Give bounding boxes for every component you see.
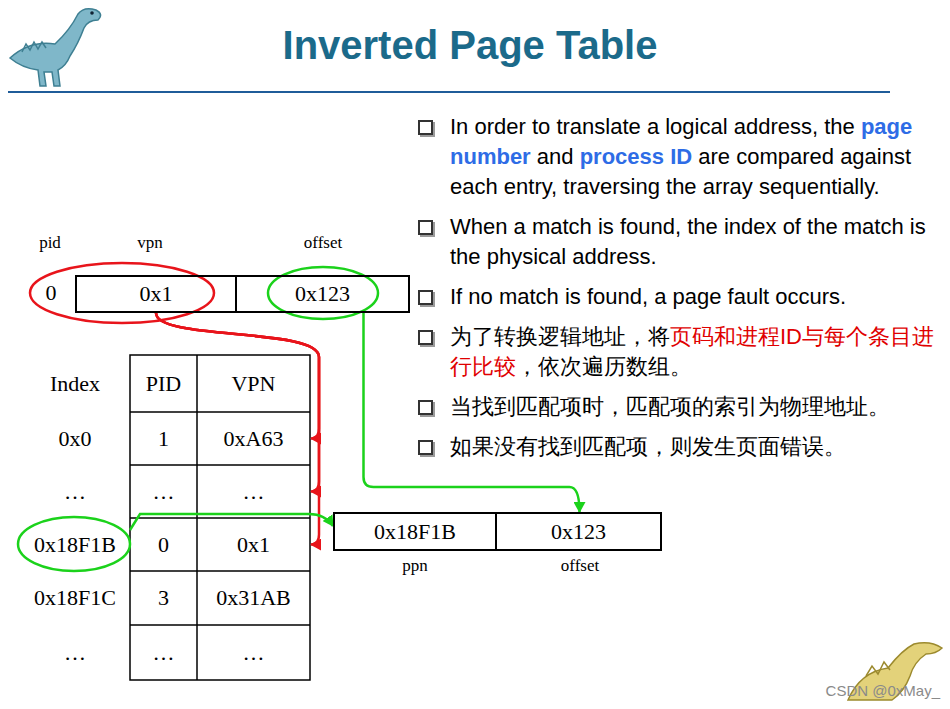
field-name-text: ppn bbox=[402, 556, 428, 576]
table-cell: 0x18F1C bbox=[20, 571, 130, 625]
table-cell: … bbox=[197, 625, 310, 680]
table-header: PID bbox=[130, 358, 197, 410]
table-cell-text: 0x0 bbox=[59, 426, 92, 452]
table-row-line bbox=[130, 624, 310, 626]
vpn-cell: 0xA63 bbox=[197, 412, 310, 465]
table-cell-text: 0x18F1C bbox=[34, 585, 116, 611]
table-header-text: Index bbox=[50, 371, 100, 397]
table-cell-text: 1 bbox=[158, 426, 169, 452]
table-cell: 0 bbox=[130, 518, 197, 571]
table-header: Index bbox=[20, 358, 130, 410]
watermark: CSDN @0xMay_ bbox=[790, 679, 940, 701]
pid-value-text: 0 bbox=[46, 280, 57, 306]
table-cell-text: 0x31AB bbox=[216, 585, 291, 611]
red-highlight-ellipse bbox=[30, 263, 214, 323]
bullet-text: 如果没有找到匹配项，则发生页面错误。 bbox=[450, 434, 846, 459]
table-cell-text: … bbox=[153, 479, 175, 505]
address-field: 0x123 bbox=[237, 275, 410, 313]
table-header: VPN bbox=[197, 358, 310, 410]
table-cell-text: … bbox=[243, 640, 265, 666]
table-row-line bbox=[130, 517, 310, 519]
bullet-text: If no match is found, a page fault occur… bbox=[450, 284, 846, 309]
field-name-text: pid bbox=[39, 233, 61, 253]
bullet-text: 当找到匹配项时，匹配项的索引为物理地址。 bbox=[450, 394, 890, 419]
table-cell: 0x0 bbox=[20, 412, 130, 465]
header-rule bbox=[8, 91, 890, 93]
dinosaur-spikes bbox=[866, 662, 890, 676]
bullet-text: ，依次遍历数组。 bbox=[516, 354, 692, 379]
bullet-item: 如果没有找到匹配项，则发生页面错误。 bbox=[415, 432, 943, 462]
table-cell-text: … bbox=[64, 640, 86, 666]
field-name: ppn bbox=[375, 555, 455, 577]
dinosaur-spikes bbox=[22, 42, 46, 52]
slide-title: Inverted Page Table bbox=[0, 20, 940, 70]
table-cell: 3 bbox=[130, 571, 197, 625]
bullet-text: When a match is found, the index of the … bbox=[450, 214, 926, 269]
table-row-line bbox=[130, 570, 310, 572]
bullet-item: 为了转换逻辑地址，将页码和进程ID与每个条目进行比较，依次遍历数组。 bbox=[415, 322, 943, 382]
table-row-line bbox=[130, 464, 310, 466]
bullet-item: If no match is found, a page fault occur… bbox=[415, 282, 943, 312]
mapping-arrow bbox=[130, 514, 333, 530]
table-cell-text: 0 bbox=[158, 532, 169, 558]
dinosaur-top bbox=[10, 9, 101, 86]
cell-text: 0x123 bbox=[551, 519, 606, 545]
vpn-cell: 0x1 bbox=[197, 518, 310, 571]
field-name-text: offset bbox=[561, 556, 599, 576]
highlight-text: process ID bbox=[580, 144, 693, 169]
table-cell-text: … bbox=[64, 479, 86, 505]
cell-text: 0x18F1B bbox=[374, 519, 456, 545]
table-header-text: PID bbox=[146, 371, 181, 397]
cell-text: 0x1 bbox=[140, 281, 173, 307]
field-name: offset bbox=[545, 555, 615, 577]
cell-text: 0x18F1B bbox=[34, 532, 116, 558]
dinosaur-eye bbox=[90, 11, 94, 15]
green-highlight-ellipse bbox=[18, 517, 130, 571]
bullet-item: When a match is found, the index of the … bbox=[415, 212, 943, 272]
bullet-list: In order to translate a logical address,… bbox=[415, 112, 943, 472]
cell-text: … bbox=[243, 479, 265, 505]
address-field: 0x18F1B bbox=[333, 512, 497, 551]
field-name-text: vpn bbox=[137, 233, 163, 253]
dinosaur-body bbox=[10, 9, 101, 86]
bullet-item: In order to translate a logical address,… bbox=[415, 112, 943, 202]
pid-value: 0 bbox=[36, 278, 66, 308]
field-name-text: offset bbox=[304, 233, 342, 253]
watermark-text: CSDN @0xMay_ bbox=[826, 682, 940, 699]
table-cell: 1 bbox=[130, 412, 197, 465]
bullet-text: 为了转换逻辑地址，将 bbox=[450, 324, 670, 349]
table-header-text: VPN bbox=[231, 371, 275, 397]
field-name: offset bbox=[290, 232, 356, 254]
table-cell: … bbox=[20, 625, 130, 680]
table-grid bbox=[130, 355, 310, 680]
table-cell: … bbox=[130, 465, 197, 518]
field-name: vpn bbox=[125, 232, 175, 254]
table-cell: 0x31AB bbox=[197, 571, 310, 625]
table-row-line bbox=[130, 411, 310, 413]
cell-text: 0x123 bbox=[295, 281, 350, 307]
bullet-item: 当找到匹配项时，匹配项的索引为物理地址。 bbox=[415, 392, 943, 422]
bullet-text: In order to translate a logical address,… bbox=[450, 114, 855, 139]
address-field: 0x123 bbox=[497, 512, 662, 551]
field-name: pid bbox=[25, 232, 75, 254]
table-cell: … bbox=[20, 465, 130, 518]
cell-text: 0x1 bbox=[237, 532, 270, 558]
cell-text: 0xA63 bbox=[224, 426, 284, 452]
vpn-cell: … bbox=[197, 465, 310, 518]
table-cell-text: 3 bbox=[158, 585, 169, 611]
table-cell-text: … bbox=[153, 640, 175, 666]
table-cell: … bbox=[130, 625, 197, 680]
bullet-text: and bbox=[537, 144, 574, 169]
index-cell: 0x18F1B bbox=[20, 518, 130, 571]
address-field: 0x1 bbox=[75, 275, 237, 313]
lookup-arrow bbox=[156, 313, 319, 545]
lookup-arrow bbox=[156, 313, 319, 492]
table-frame bbox=[130, 355, 310, 680]
